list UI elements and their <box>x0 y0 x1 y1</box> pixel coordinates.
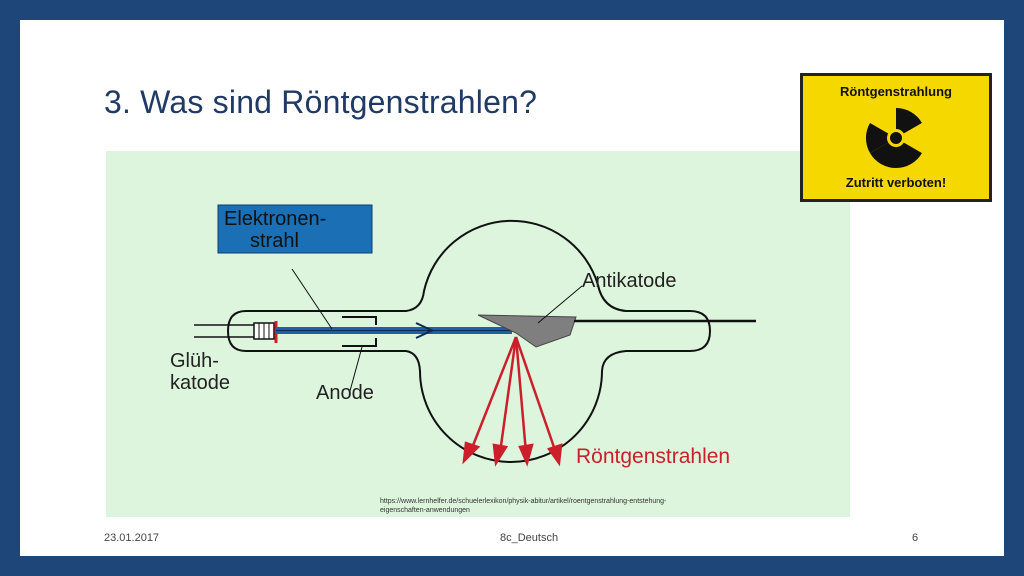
sign-bottom-text: Zutritt verboten! <box>845 175 947 190</box>
antikatode-label: Antikatode <box>582 270 677 292</box>
footer-center: 8c_Deutsch <box>500 532 559 544</box>
footer-date: 23.01.2017 <box>104 532 160 544</box>
anode-bottom <box>342 338 377 347</box>
source-citation[interactable]: https://www.lernhelfer.de/schuelerlexiko… <box>380 498 667 514</box>
anticathode <box>477 314 577 348</box>
electron-beam-label-line2: strahl <box>250 230 299 252</box>
footer-page-number: 6 <box>912 532 919 544</box>
anode-top <box>342 316 377 325</box>
electron-beam-label-box <box>217 204 373 254</box>
beam-label-leader <box>291 268 333 330</box>
roentgenstrahlen-label: Röntgenstrahlen <box>576 445 730 468</box>
xray-rays <box>462 336 563 467</box>
radiation-icon <box>865 107 927 169</box>
anode-label: Anode <box>316 382 374 404</box>
sign-top-text: Röntgenstrahlung <box>840 84 952 99</box>
diagram-svg: Elektronen- strahl Antikatode Glüh- kato… <box>170 204 756 468</box>
slide-title: 3. Was sind Röntgenstrahlen? <box>104 84 538 120</box>
anode-label-leader <box>349 346 363 392</box>
slide: 3. Was sind Röntgenstrahlen? <box>20 20 1004 556</box>
beam-arrow <box>415 322 435 339</box>
radiation-warning-sign: Röntgenstrahlung Zutritt verboten! <box>800 73 992 202</box>
xray-tube-diagram: Elektronen- strahl Antikatode Glüh- kato… <box>106 151 850 517</box>
gluehkatode-label-line2: katode <box>170 372 230 394</box>
electron-beam-label-line1: Elektronen- <box>224 208 326 230</box>
gluehkatode-label-line1: Glüh- <box>170 350 219 372</box>
glass-tube <box>226 219 712 463</box>
antikatode-label-leader <box>537 285 583 324</box>
